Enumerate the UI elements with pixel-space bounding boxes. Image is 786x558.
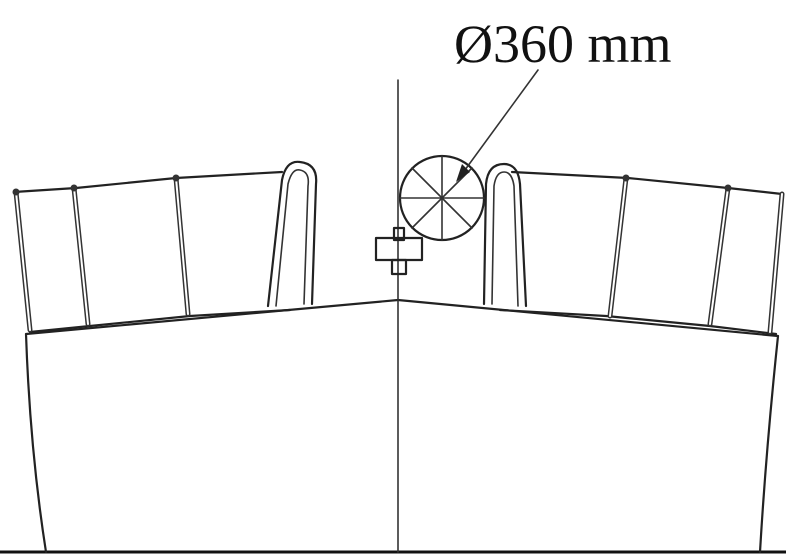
left-lower-rail (28, 308, 292, 334)
right-bow-rail-loop (482, 162, 528, 308)
centre-fitting (374, 226, 424, 276)
left-bow-rail-loop-inner (275, 168, 310, 307)
dimension-leader (456, 69, 539, 182)
left-bow-rail-loop (266, 160, 318, 308)
right-lower-rail (498, 308, 778, 336)
left-top-rail (12, 170, 284, 194)
right-bow-rail-loop-inner (491, 171, 519, 307)
hull-outline (24, 298, 780, 554)
right-stanchions (607, 174, 785, 335)
left-stanchions (12, 174, 191, 333)
right-top-rail (510, 170, 784, 196)
wheel (398, 154, 486, 242)
diameter-label: Ø360 mm (454, 14, 672, 74)
